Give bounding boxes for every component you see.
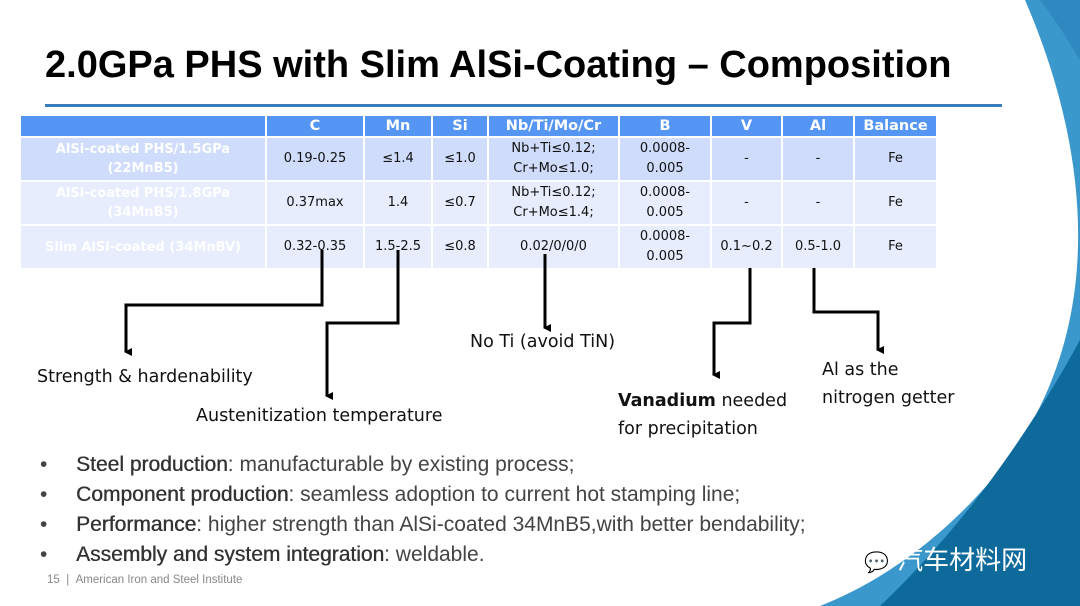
arrow-c xyxy=(124,250,324,356)
cell-mn: 1.4 xyxy=(365,182,431,224)
header-balance: Balance xyxy=(855,116,936,136)
watermark: 💬 汽车材料网 xyxy=(864,546,1028,576)
cell-c: 0.37max xyxy=(267,182,363,224)
cell-b: 0.0008-0.005 xyxy=(620,182,710,224)
cell-si: ≤0.7 xyxy=(433,182,487,224)
cell-c: 0.19-0.25 xyxy=(267,138,363,180)
cell-nb: Nb+Ti≤0.12;Cr+Mo≤1.0; xyxy=(489,138,618,180)
table-row: AlSi-coated PHS/1.8GPa(34MnB5) 0.37max 1… xyxy=(21,182,936,224)
cell-balance: Fe xyxy=(855,226,936,268)
table-row: Slim AlSi-coated (34MnBV) 0.32-0.35 1.5-… xyxy=(21,226,936,268)
wechat-icon: 💬 xyxy=(864,550,889,574)
annotation-austenitization: Austenitization temperature xyxy=(196,406,443,426)
cell-v: 0.1~0.2 xyxy=(712,226,781,268)
header-b: B xyxy=(620,116,710,136)
cell-balance: Fe xyxy=(855,182,936,224)
footer: 15 | American Iron and Steel Institute xyxy=(47,574,243,586)
arrow-al xyxy=(812,268,884,354)
page-title: 2.0GPa PHS with Slim AlSi-Coating – Comp… xyxy=(45,44,952,86)
header-mn: Mn xyxy=(365,116,431,136)
cell-si: ≤0.8 xyxy=(433,226,487,268)
table-header-row: C Mn Si Nb/Ti/Mo/Cr B V Al Balance xyxy=(21,116,936,136)
cell-mn: ≤1.4 xyxy=(365,138,431,180)
cell-b: 0.0008-0.005 xyxy=(620,226,710,268)
cell-al: - xyxy=(783,182,853,224)
cell-al: - xyxy=(783,138,853,180)
header-si: Si xyxy=(433,116,487,136)
composition-table: C Mn Si Nb/Ti/Mo/Cr B V Al Balance AlSi-… xyxy=(19,114,938,270)
cell-al: 0.5-1.0 xyxy=(783,226,853,268)
arrow-v xyxy=(712,268,752,379)
header-c: C xyxy=(267,116,363,136)
annotation-no-ti: No Ti (avoid TiN) xyxy=(470,332,616,352)
cell-v: - xyxy=(712,182,781,224)
list-item: •Steel production: manufacturable by exi… xyxy=(40,453,575,476)
header-al: Al xyxy=(783,116,853,136)
cell-c: 0.32-0.35 xyxy=(267,226,363,268)
header-nb: Nb/Ti/Mo/Cr xyxy=(489,116,618,136)
arrow-mn xyxy=(325,250,400,400)
table-row: AlSi-coated PHS/1.5GPa(22MnB5) 0.19-0.25… xyxy=(21,138,936,180)
list-item: •Assembly and system integration: weldab… xyxy=(40,543,485,566)
title-divider xyxy=(45,104,1002,107)
cell-b: 0.0008-0.005 xyxy=(620,138,710,180)
bullet-list: •Steel production: manufacturable by exi… xyxy=(40,450,806,570)
row-label: AlSi-coated PHS/1.8GPa(34MnB5) xyxy=(21,182,265,224)
annotation-strength: Strength & hardenability xyxy=(37,367,253,387)
cell-balance: Fe xyxy=(855,138,936,180)
list-item: •Component production: seamless adoption… xyxy=(40,483,741,506)
header-v: V xyxy=(712,116,781,136)
header-empty xyxy=(21,116,265,136)
cell-v: - xyxy=(712,138,781,180)
cell-nb: 0.02/0/0/0 xyxy=(489,226,618,268)
cell-si: ≤1.0 xyxy=(433,138,487,180)
list-item: •Performance: higher strength than AlSi-… xyxy=(40,513,806,536)
cell-nb: Nb+Ti≤0.12;Cr+Mo≤1.4; xyxy=(489,182,618,224)
row-label: AlSi-coated PHS/1.5GPa(22MnB5) xyxy=(21,138,265,180)
row-label: Slim AlSi-coated (34MnBV) xyxy=(21,226,265,268)
